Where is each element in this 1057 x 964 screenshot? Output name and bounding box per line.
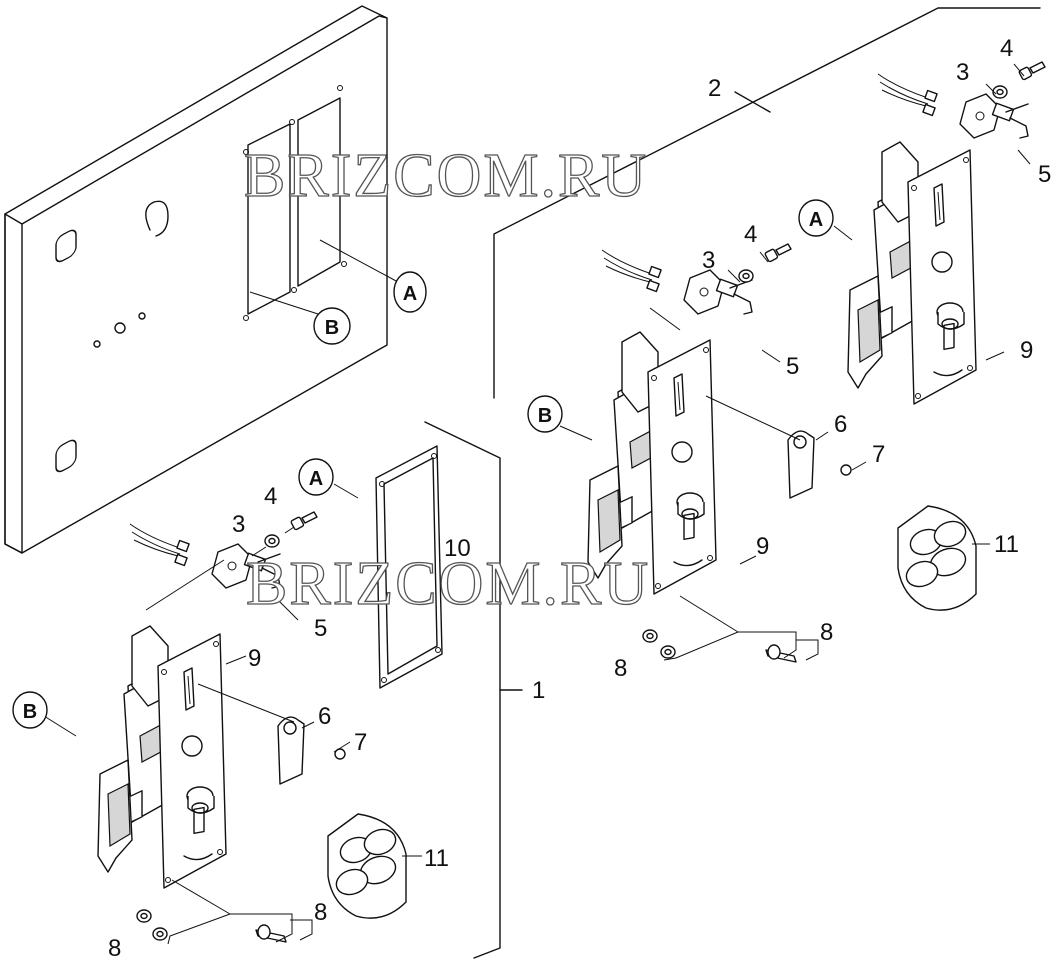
- bracket-2: [493, 7, 1041, 399]
- door-panel: [4, 5, 399, 554]
- callout-a-right: A: [798, 199, 834, 237]
- part-numbers: 1 2 3 4 5 9 6 7 11 10 8 8 3 4 5 6 7 9 11…: [108, 35, 1051, 962]
- watermark-top: BRIZCOM.RU: [244, 142, 648, 210]
- svg-text:A: A: [309, 468, 323, 490]
- callout-b-middle: B: [527, 395, 563, 433]
- label-8: 8: [820, 619, 833, 646]
- label-6: 6: [834, 411, 847, 438]
- label-6: 6: [318, 703, 331, 730]
- label-3: 3: [956, 59, 969, 86]
- coin-mechanism-top-right: [847, 61, 1046, 405]
- label-9: 9: [756, 533, 769, 560]
- label-7: 7: [872, 441, 885, 468]
- label-3: 3: [702, 247, 715, 274]
- svg-text:A: A: [403, 283, 417, 305]
- coin-mechanism-middle: [587, 243, 977, 663]
- label-11: 11: [424, 845, 449, 872]
- svg-text:B: B: [23, 701, 37, 723]
- label-4: 4: [264, 483, 277, 510]
- label-9: 9: [248, 645, 261, 672]
- label-10: 10: [444, 535, 471, 562]
- callout-b-lower: B: [12, 691, 48, 729]
- svg-text:B: B: [325, 317, 339, 339]
- label-3: 3: [232, 511, 245, 538]
- callout-a-lower: A: [298, 458, 334, 496]
- label-5: 5: [1038, 161, 1051, 188]
- svg-text:A: A: [809, 209, 823, 231]
- label-5: 5: [314, 615, 327, 642]
- label-7: 7: [354, 729, 367, 756]
- svg-text:B: B: [538, 405, 552, 427]
- callout-b-door: B: [313, 307, 351, 345]
- label-4: 4: [744, 221, 757, 248]
- callout-a-door: A: [393, 271, 427, 313]
- coin-mechanism-lower-left: [97, 511, 407, 943]
- label-5: 5: [786, 353, 799, 380]
- leader-lines: [43, 63, 1031, 945]
- label-11: 11: [994, 531, 1019, 558]
- label-8: 8: [108, 935, 121, 962]
- label-9: 9: [1020, 337, 1033, 364]
- label-8: 8: [614, 655, 627, 682]
- label-4: 4: [1000, 35, 1013, 62]
- label-2: 2: [708, 75, 721, 102]
- label-1: 1: [532, 677, 545, 704]
- bracket-1: [424, 421, 523, 959]
- label-8: 8: [314, 899, 327, 926]
- watermark-middle: BRIZCOM.RU: [246, 550, 650, 618]
- cover-plate-10: [375, 445, 443, 689]
